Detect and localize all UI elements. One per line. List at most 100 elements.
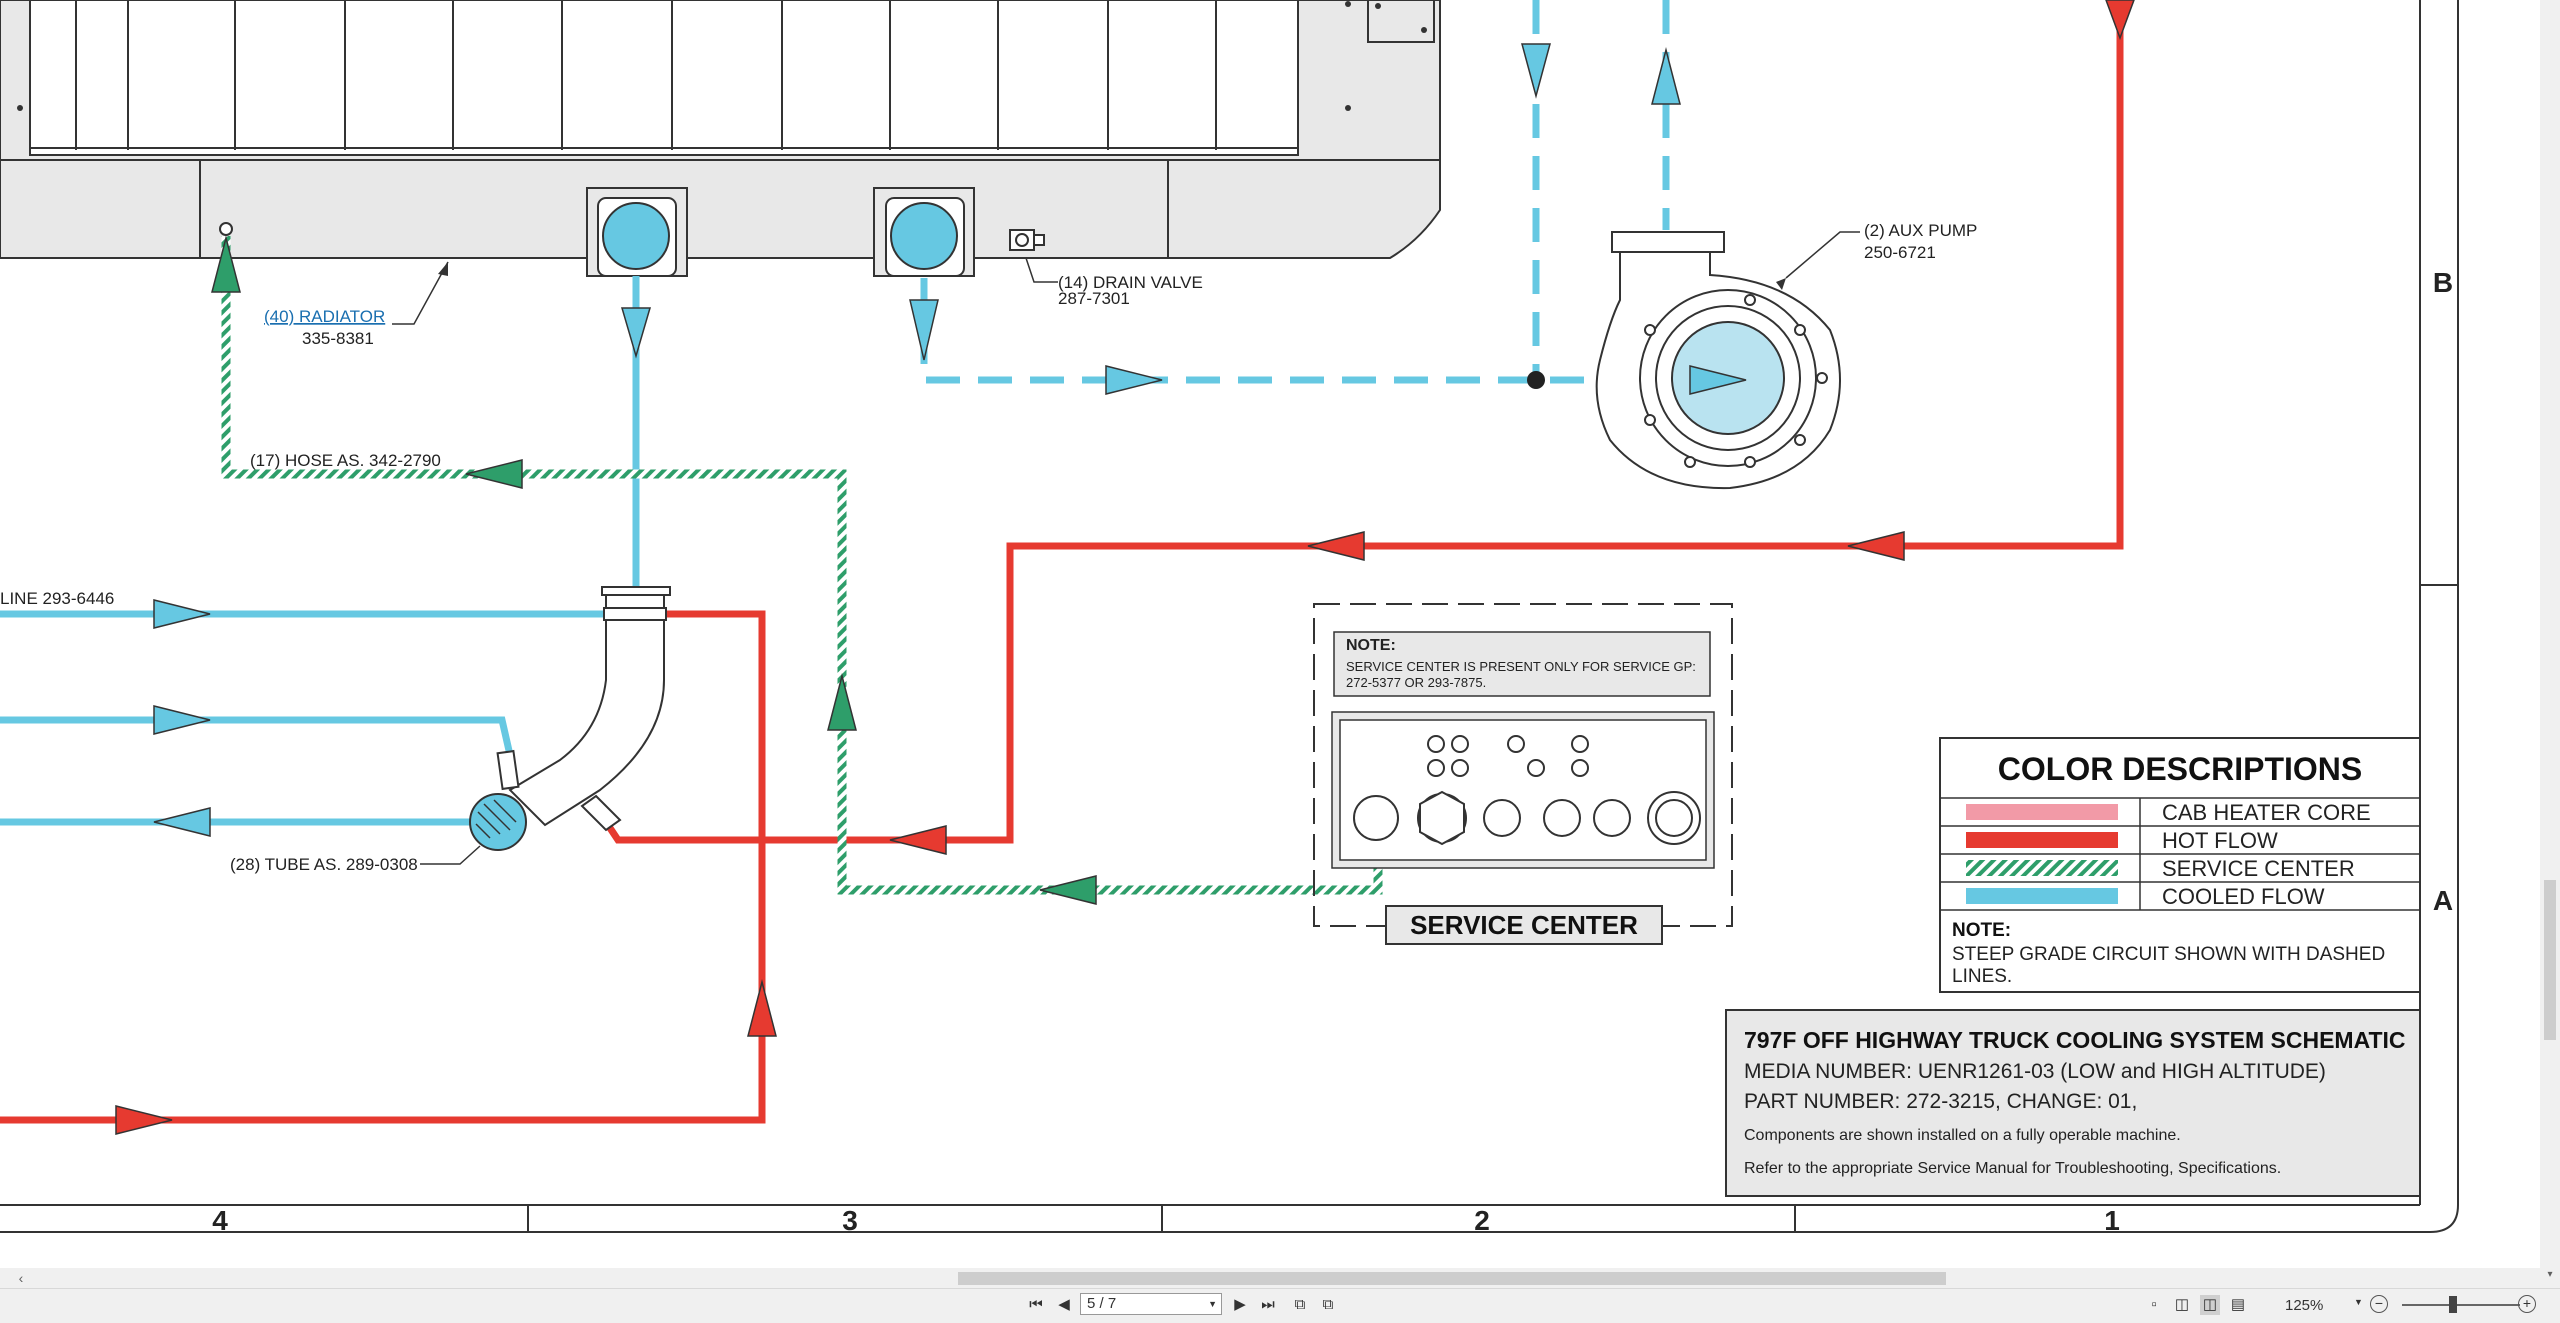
arrow-service-up-2 bbox=[827, 673, 857, 731]
vertical-scroll-thumb[interactable] bbox=[2544, 880, 2556, 1040]
arrow-hot-up-1 bbox=[747, 979, 777, 1037]
aux-pump bbox=[1595, 231, 1841, 490]
scroll-left-arrow-icon[interactable]: ‹ bbox=[18, 1270, 24, 1286]
legend-swatch-cab-heater bbox=[1966, 804, 2118, 820]
hose-label: (17) HOSE AS. 342-2790 bbox=[250, 451, 441, 470]
arrow-cooled-down-2 bbox=[909, 299, 939, 361]
arrow-cooled-right-4 bbox=[153, 705, 211, 735]
service-center-lines bbox=[221, 236, 1383, 895]
zone-b: B bbox=[2433, 267, 2453, 298]
radiator-outlet-right bbox=[873, 187, 975, 277]
arrow-hot-left-3 bbox=[889, 825, 947, 855]
zone-1: 1 bbox=[2104, 1205, 2120, 1236]
viewer-status-bar: ⏮ ◀ 5 / 7 ▼ ▶ ⏭ ⧉ ⧉ ▫ ◫ ◫ ▤ 125% ▼ − + bbox=[0, 1288, 2560, 1323]
previous-view-icon[interactable]: ⧉ bbox=[1294, 1296, 1306, 1313]
legend-label-cab-heater: CAB HEATER CORE bbox=[2162, 800, 2371, 825]
zone-4: 4 bbox=[212, 1205, 228, 1236]
legend-note-heading: NOTE: bbox=[1952, 920, 2011, 941]
vertical-scrollbar[interactable]: ▾ bbox=[2540, 0, 2560, 1288]
arrow-cooled-left-1 bbox=[153, 807, 211, 837]
arrow-cooled-down-3 bbox=[1521, 43, 1551, 99]
arrow-cooled-up-1 bbox=[1651, 47, 1681, 105]
drain-valve bbox=[1009, 229, 1045, 251]
next-page-icon[interactable]: ▶ bbox=[1234, 1296, 1246, 1313]
arrow-cooled-down-1 bbox=[621, 307, 651, 359]
arrow-cooled-right-1 bbox=[1105, 365, 1163, 395]
drain-valve-ref: (14) DRAIN VALVE bbox=[1058, 273, 1203, 292]
legend-note-line2: LINES. bbox=[1952, 966, 2012, 987]
hot-flow-lines bbox=[0, 0, 2124, 1124]
title-block-part: PART NUMBER: 272-3215, CHANGE: 01, bbox=[1744, 1090, 2137, 1113]
title-block: 797F OFF HIGHWAY TRUCK COOLING SYSTEM SC… bbox=[1725, 1009, 2421, 1197]
flow-arrows bbox=[115, 0, 2135, 1135]
service-note-line1: SERVICE CENTER IS PRESENT ONLY FOR SERVI… bbox=[1346, 659, 1696, 674]
arrow-hot-left-1 bbox=[1847, 531, 1905, 561]
zoom-slider-handle[interactable] bbox=[2449, 1296, 2457, 1313]
zoom-dropdown-icon[interactable]: ▼ bbox=[2354, 1297, 2363, 1307]
continuous-page-icon[interactable]: ◫ bbox=[2174, 1296, 2190, 1313]
tube-assembly bbox=[469, 793, 527, 851]
aux-pump-ref: (2) AUX PUMP bbox=[1864, 221, 1977, 240]
title-block-title: 797F OFF HIGHWAY TRUCK COOLING SYSTEM SC… bbox=[1744, 1027, 2406, 1053]
single-page-icon[interactable]: ▫ bbox=[2151, 1296, 2157, 1313]
page-dropdown-icon[interactable]: ▼ bbox=[1208, 1299, 1217, 1309]
arrow-cooled-right-2 bbox=[1689, 365, 1747, 395]
title-block-line1: Components are shown installed on a full… bbox=[1744, 1127, 2181, 1144]
arrow-service-up-1 bbox=[211, 235, 241, 293]
zone-2: 2 bbox=[1474, 1205, 1490, 1236]
junction-dot bbox=[1527, 371, 1545, 389]
first-page-icon[interactable]: ⏮ bbox=[1029, 1296, 1043, 1313]
drawing-frame bbox=[0, 0, 2459, 1233]
drain-valve-part-number: 287-7301 bbox=[1058, 289, 1130, 308]
legend-swatch-hot-flow bbox=[1966, 832, 2118, 848]
service-note-heading: NOTE: bbox=[1346, 637, 1396, 654]
service-fittings bbox=[1353, 735, 1701, 846]
service-center-box: NOTE: SERVICE CENTER IS PRESENT ONLY FOR… bbox=[1313, 603, 1733, 945]
zone-a: A bbox=[2433, 885, 2453, 916]
zoom-level[interactable]: 125% bbox=[2285, 1297, 2324, 1314]
radiator-outlet-left bbox=[586, 187, 688, 277]
zoom-slider-track[interactable] bbox=[2402, 1304, 2520, 1306]
facing-pages-icon[interactable]: ◫ bbox=[2200, 1295, 2220, 1315]
line-label: LINE 293-6446 bbox=[0, 589, 114, 608]
aux-pump-part-number: 250-6721 bbox=[1864, 243, 1936, 262]
legend-note-line1: STEEP GRADE CIRCUIT SHOWN WITH DASHED bbox=[1952, 944, 2385, 965]
arrow-hot-down-1 bbox=[2105, 0, 2135, 41]
radiator-ref-link[interactable]: (40) RADIATOR bbox=[264, 307, 385, 326]
horizontal-scroll-thumb[interactable] bbox=[958, 1272, 1946, 1285]
page-number-field[interactable]: 5 / 7 ▼ bbox=[1080, 1293, 1222, 1315]
service-note-line2: 272-5377 OR 293-7875. bbox=[1346, 675, 1486, 690]
arrow-service-left-2 bbox=[1039, 875, 1097, 905]
next-view-icon[interactable]: ⧉ bbox=[1322, 1296, 1334, 1313]
continuous-facing-icon[interactable]: ▤ bbox=[2230, 1296, 2246, 1313]
service-center-title: SERVICE CENTER bbox=[1410, 910, 1638, 940]
cooled-flow-lines bbox=[0, 276, 640, 826]
legend-label-cooled-flow: COOLED FLOW bbox=[2162, 884, 2325, 909]
zoom-out-icon[interactable]: − bbox=[2370, 1295, 2388, 1313]
arrow-service-left-1 bbox=[465, 459, 523, 489]
color-legend: COLOR DESCRIPTIONS CAB HEATER CORE HOT F… bbox=[1939, 737, 2421, 993]
legend-swatch-service-center bbox=[1966, 860, 2118, 876]
title-block-media: MEDIA NUMBER: UENR1261-03 (LOW and HIGH … bbox=[1744, 1060, 2326, 1083]
zoom-in-icon[interactable]: + bbox=[2518, 1295, 2536, 1313]
legend-label-service-center: SERVICE CENTER bbox=[2162, 856, 2355, 881]
last-page-icon[interactable]: ⏭ bbox=[1261, 1296, 1275, 1313]
scroll-down-arrow-icon[interactable]: ▾ bbox=[2547, 1269, 2553, 1280]
callout-labels: (40) RADIATOR 335-8381 (14) DRAIN VALVE … bbox=[0, 221, 1977, 874]
horizontal-scrollbar[interactable]: ‹ bbox=[0, 1268, 2540, 1288]
previous-page-icon[interactable]: ◀ bbox=[1058, 1296, 1070, 1313]
leader-lines bbox=[392, 231, 1860, 865]
tube-label: (28) TUBE AS. 289-0308 bbox=[230, 855, 418, 874]
zone-labels: 4 3 2 1 B A bbox=[212, 267, 2453, 1236]
radiator bbox=[0, 0, 1441, 259]
page-number-value: 5 / 7 bbox=[1087, 1295, 1117, 1312]
elbow-pipe bbox=[496, 586, 671, 832]
arrow-cooled-right-3 bbox=[153, 599, 211, 629]
legend-swatch-cooled-flow bbox=[1966, 888, 2118, 904]
title-block-line2: Refer to the appropriate Service Manual … bbox=[1744, 1160, 2281, 1177]
legend-label-hot-flow: HOT FLOW bbox=[2162, 828, 2278, 853]
arrow-hot-left-2 bbox=[1307, 531, 1365, 561]
legend-title: COLOR DESCRIPTIONS bbox=[1998, 751, 2362, 787]
radiator-part-number: 335-8381 bbox=[302, 329, 374, 348]
